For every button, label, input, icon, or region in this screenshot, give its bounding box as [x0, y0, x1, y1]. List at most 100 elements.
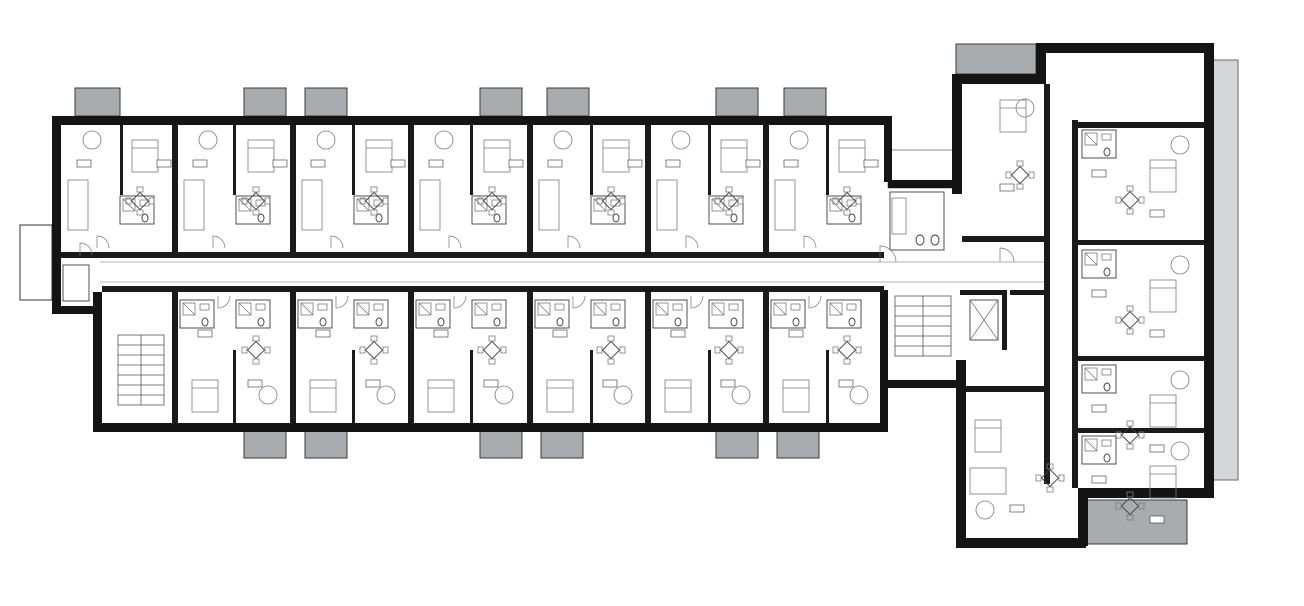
- shower-drain-line: [537, 302, 551, 316]
- balcony: [243, 87, 287, 117]
- chair-icon: [725, 186, 733, 193]
- armchair-icon: [316, 130, 336, 150]
- facade-cladding: [1211, 59, 1239, 481]
- bed-icon: [546, 379, 574, 413]
- room-area-label: [547, 159, 563, 168]
- partition: [826, 350, 829, 423]
- exterior-walls: [52, 43, 1214, 548]
- bathroom-outline: [235, 299, 271, 329]
- chair-icon: [843, 358, 851, 365]
- partition: [352, 125, 355, 195]
- shower-drain-line: [593, 198, 607, 212]
- chair-icon: [1138, 316, 1145, 324]
- chair-icon: [370, 358, 378, 365]
- party-wall: [408, 125, 414, 252]
- sink-icon: [790, 303, 801, 311]
- bed-icon: [974, 419, 1002, 453]
- sofa-icon: [969, 467, 1007, 495]
- bed-icon: [720, 139, 748, 173]
- room-area-label: [552, 329, 568, 338]
- chair-icon: [832, 346, 839, 354]
- chair-icon: [241, 346, 248, 354]
- sink-icon: [255, 303, 266, 311]
- shower-drain-line: [829, 302, 843, 316]
- wall: [1078, 488, 1088, 546]
- sink-icon: [199, 303, 210, 311]
- toilet-icon: [257, 317, 265, 327]
- dining-table-icon: [364, 340, 384, 360]
- shower-icon: [474, 302, 488, 316]
- wall: [956, 538, 1086, 548]
- room-area-label: [365, 379, 381, 388]
- shower-drain-line: [356, 198, 370, 212]
- wall: [884, 116, 892, 182]
- dining-table-icon: [1120, 310, 1140, 330]
- bathroom-outline: [590, 299, 626, 329]
- core-wall: [1002, 290, 1007, 350]
- armchair-icon: [1170, 370, 1190, 390]
- room-area-label: [602, 379, 618, 388]
- party-wall: [763, 125, 769, 252]
- chair-icon: [477, 197, 484, 205]
- door-swing-icon: [690, 295, 704, 309]
- shower-drain-line: [300, 302, 314, 316]
- room-area-label: [315, 329, 331, 338]
- door-swing-icon: [335, 295, 349, 309]
- armchair-icon: [82, 130, 102, 150]
- chair-icon: [1138, 196, 1145, 204]
- chair-icon: [607, 335, 615, 342]
- door-swing-icon: [999, 247, 1015, 263]
- sink-icon: [1101, 133, 1112, 141]
- shower-icon: [773, 302, 787, 316]
- chair-icon: [1126, 185, 1134, 192]
- room-area-label: [1091, 475, 1107, 484]
- room-area-label: [1091, 289, 1107, 298]
- unit-wall: [966, 386, 1044, 392]
- shower-icon: [238, 302, 252, 316]
- kitchen-counter-icon: [656, 179, 678, 231]
- shower-drain-line: [1084, 438, 1098, 452]
- corridor-wall: [1072, 120, 1078, 488]
- door-swing-icon: [567, 235, 581, 249]
- shower-icon: [418, 302, 432, 316]
- chair-icon: [370, 335, 378, 342]
- bathroom-outline: [415, 299, 451, 329]
- wall: [1080, 488, 1214, 498]
- chair-icon: [370, 186, 378, 193]
- partition: [470, 125, 473, 195]
- shower-drain-line: [474, 198, 488, 212]
- chair-icon: [1138, 431, 1145, 439]
- armchair-icon: [1170, 441, 1190, 461]
- room-area-label: [745, 159, 761, 168]
- wall: [1036, 43, 1214, 53]
- partition: [826, 125, 829, 195]
- door-swing-icon: [453, 295, 467, 309]
- room-area-label: [1091, 169, 1107, 178]
- chair-icon: [855, 197, 862, 205]
- room-area-label: [247, 379, 263, 388]
- toilet-icon: [730, 317, 738, 327]
- sink-icon: [491, 303, 502, 311]
- bathroom-outline: [1081, 129, 1117, 159]
- room-area-label: [433, 329, 449, 338]
- bed-icon: [131, 139, 159, 173]
- wall: [884, 380, 960, 388]
- chair-icon: [1115, 431, 1122, 439]
- chair-icon: [264, 197, 271, 205]
- toilet-icon: [792, 317, 800, 327]
- corridor-wall: [61, 252, 884, 258]
- chair-icon: [737, 346, 744, 354]
- shower-drain-line: [238, 302, 252, 316]
- chair-icon: [500, 346, 507, 354]
- chair-icon: [1016, 183, 1024, 190]
- party-wall: [408, 292, 414, 423]
- bathroom-outline: [353, 299, 389, 329]
- toilet-icon: [1103, 453, 1111, 463]
- room-area-label: [1091, 404, 1107, 413]
- chair-icon: [843, 209, 851, 216]
- chair-icon: [596, 346, 603, 354]
- balcony: [715, 429, 759, 459]
- shower-drain-line: [418, 302, 432, 316]
- balcony: [304, 429, 348, 459]
